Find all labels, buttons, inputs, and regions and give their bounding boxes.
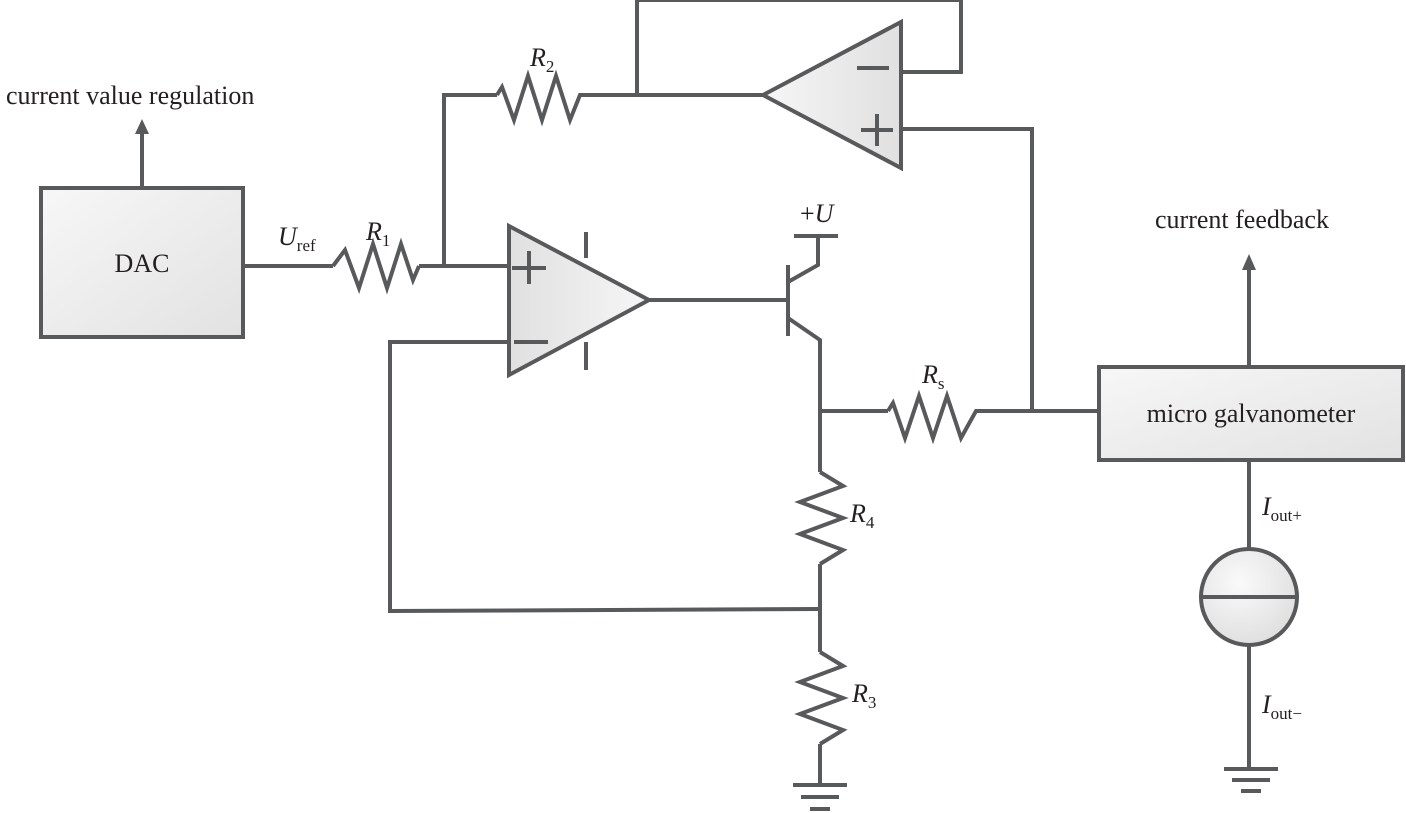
feedback-arrow-head [1242, 254, 1256, 270]
buffer-op-amp [758, 18, 903, 172]
buffer-feedback-loop [635, 0, 963, 95]
galvanometer-label: micro galvanometer [1147, 399, 1356, 428]
regulation-arrow-head [135, 119, 149, 134]
r1-label: R1 [365, 217, 390, 250]
feedback-wire [388, 340, 821, 614]
resistor-r2 [495, 69, 585, 127]
regulation-label: current value regulation [6, 81, 254, 110]
uref-label: Uref [278, 222, 316, 255]
resistor-r4 [794, 470, 849, 566]
r4-label: R4 [849, 499, 875, 532]
rs-label: Rs [921, 360, 945, 393]
iout-minus-label: Iout− [1261, 690, 1302, 723]
feedback-label: current feedback [1155, 205, 1329, 234]
r2-left-wire [442, 93, 497, 266]
transistor-collector [787, 236, 820, 284]
ground-symbol-left [793, 783, 847, 811]
resistor-rs [886, 389, 983, 445]
dac-block [39, 186, 245, 339]
resistor-r3 [794, 650, 849, 746]
ground-symbol-right [1224, 767, 1278, 793]
main-op-amp [507, 222, 654, 379]
galvanometer-block [1097, 365, 1405, 462]
buffer-plus-input-wire [901, 127, 1034, 411]
dac-label: DAC [115, 249, 170, 278]
r2-label: R2 [529, 43, 554, 76]
transistor-emitter [786, 316, 822, 472]
resistor-r1 [331, 237, 421, 295]
iout-plus-label: Iout+ [1261, 492, 1302, 525]
vcc-label: +U [800, 199, 836, 228]
r3-label: R3 [851, 679, 876, 712]
